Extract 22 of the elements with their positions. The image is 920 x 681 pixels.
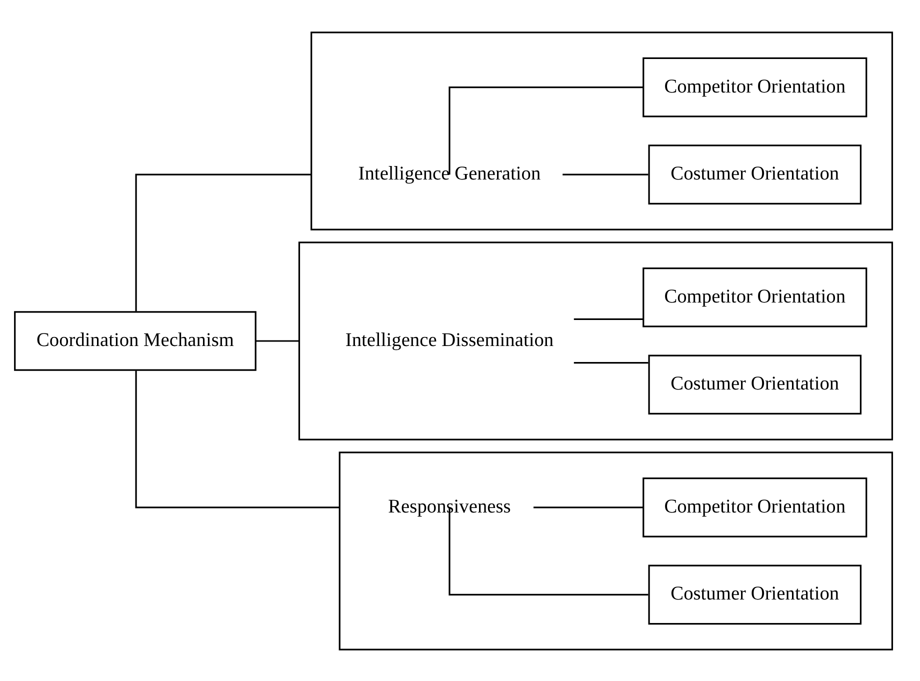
node-text: Intelligence Generation [358,163,541,184]
connector [448,86,644,174]
connector [534,506,644,508]
node-text: Intelligence Dissemination [345,330,554,351]
connector [562,173,648,175]
node-text: Responsiveness [388,496,511,517]
connector [256,340,300,342]
connector [135,173,312,311]
node-box: Costumer Orientation [648,564,862,624]
cluster [298,241,894,440]
connector [574,362,648,364]
node-box: Costumer Orientation [648,354,862,414]
node-box: Coordination Mechanism [14,310,256,370]
cluster [338,451,894,650]
connector [135,370,340,508]
connector [574,318,644,320]
node-box: Competitor Orientation [642,266,868,327]
node-box: Competitor Orientation [642,477,868,537]
cluster [310,31,894,230]
connector [448,506,648,595]
node-box: Competitor Orientation [642,56,868,117]
node-box: Costumer Orientation [648,144,862,204]
